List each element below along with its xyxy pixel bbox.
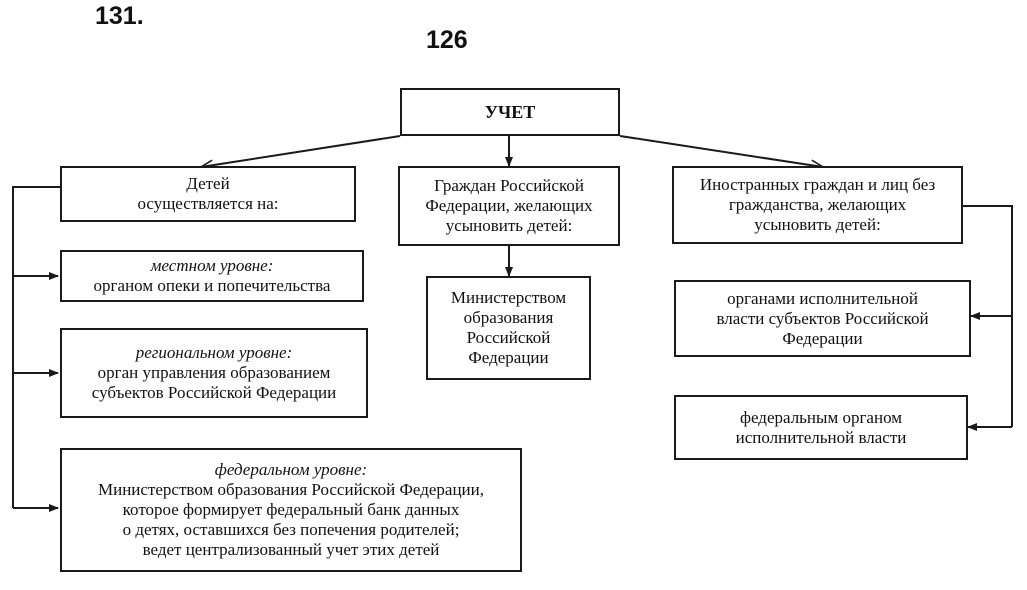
regional-level-box: региональном уровне: орган управления об… xyxy=(60,328,368,418)
arrow-root-to-right xyxy=(619,135,823,167)
foreigners-line-1: Иностранных граждан и лиц без xyxy=(699,175,936,194)
local-level-line-1: органом опеки и попечительства xyxy=(93,276,331,295)
left-bracket-line xyxy=(12,186,60,508)
citizens-box: Граждан Российской Федерации, желающих у… xyxy=(398,166,620,246)
ministry-line-3: Российской xyxy=(466,328,551,347)
citizens-line-2: Федерации, желающих xyxy=(425,196,593,215)
federal-executive-box: федеральным органом исполнительной власт… xyxy=(674,395,968,460)
federal-executive-line-1: федеральным органом xyxy=(739,407,903,427)
federal-level-line-4: ведет централизованный учет этих детей xyxy=(142,540,440,559)
page-number: 126 xyxy=(426,26,468,54)
ministry-line-2: образования xyxy=(463,308,554,327)
local-level-box: местном уровне: органом опеки и попечите… xyxy=(60,250,364,302)
foreigners-line-2: гражданства, желающих xyxy=(728,195,907,214)
children-box: Детей осуществляется на: xyxy=(60,166,356,222)
arrow-root-to-left xyxy=(201,135,401,167)
local-level-heading: местном уровне: xyxy=(150,256,274,275)
regional-executive-line-2: власти субъектов Российской xyxy=(716,308,929,328)
regional-level-line-1: орган управления образованием xyxy=(97,363,331,382)
children-line-2: осуществляется на: xyxy=(137,194,279,213)
citizens-line-1: Граждан Российской xyxy=(434,176,584,195)
right-bracket-line xyxy=(963,205,1013,427)
ministry-box: Министерством образования Российской Фед… xyxy=(426,276,591,380)
regional-executive-box: органами исполнительной власти субъектов… xyxy=(674,280,971,357)
foreigners-line-3: усыновить детей: xyxy=(754,215,881,234)
federal-level-line-3: о детях, оставшихся без попечения родите… xyxy=(122,520,460,539)
regional-executive-line-1: органами исполнительной xyxy=(727,288,918,308)
regional-executive-line-3: Федерации xyxy=(782,328,863,348)
federal-level-line-1: Министерством образования Российской Фед… xyxy=(98,480,484,499)
ministry-line-4: Федерации xyxy=(468,348,549,367)
foreigners-box: Иностранных граждан и лиц без гражданств… xyxy=(672,166,963,244)
federal-level-heading: федеральном уровне: xyxy=(214,460,368,479)
root-label: УЧЕТ xyxy=(484,102,536,122)
regional-level-heading: региональном уровне: xyxy=(135,343,293,362)
root-box: УЧЕТ xyxy=(400,88,620,136)
federal-executive-line-2: исполнительной власти xyxy=(735,427,907,447)
federal-level-line-2: которое формирует федеральный банк данны… xyxy=(122,500,460,519)
regional-level-line-2: субъектов Российской Федерации xyxy=(91,383,337,402)
citizens-line-3: усыновить детей: xyxy=(445,216,573,235)
children-line-1: Детей xyxy=(186,174,230,193)
federal-level-box: федеральном уровне: Министерством образо… xyxy=(60,448,522,572)
ministry-line-1: Министерством xyxy=(450,288,567,307)
problem-number: 131. xyxy=(95,2,144,30)
